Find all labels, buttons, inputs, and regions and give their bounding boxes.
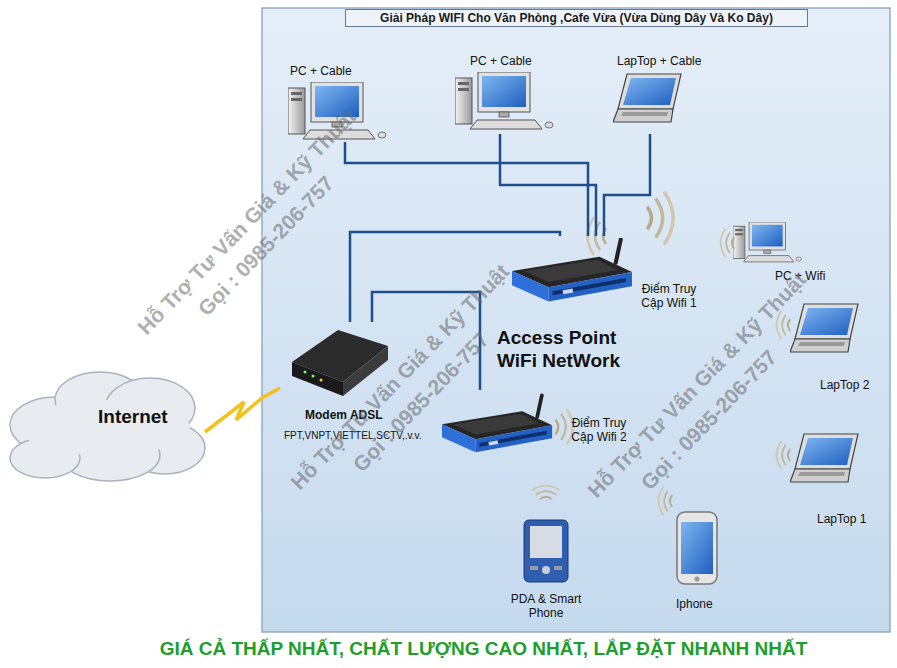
device-label: LapTop 2	[820, 378, 869, 392]
device-label: Điểm Truy Cập Wifi 2	[563, 416, 635, 444]
network-cable	[500, 134, 596, 236]
device-node: Điểm Truy Cập Wifi 1	[512, 236, 712, 316]
device-node: Điểm Truy Cập Wifi 2	[442, 390, 638, 468]
network-cable	[604, 134, 650, 236]
device-node: LapTop + Cable	[608, 52, 718, 134]
device-node: PDA & Smart Phone	[498, 486, 595, 624]
device-label: Điểm Truy Cập Wifi 1	[633, 282, 705, 310]
device-node: Iphone	[664, 484, 730, 616]
network-label: WiFi NetWork	[497, 350, 620, 372]
device-label: Iphone	[676, 597, 713, 611]
device-label: Internet	[98, 406, 168, 428]
slogan-caption: GIÁ CẢ THẤP NHẤT, CHẤT LƯỢNG CAO NHẤT, L…	[70, 638, 897, 660]
device-label: LapTop 1	[817, 512, 866, 526]
device-label: PC + Cable	[290, 64, 352, 78]
device-node: Internet	[5, 370, 205, 480]
device-node: LapTop 1	[784, 426, 879, 530]
device-node: PC + Wifi	[728, 214, 838, 286]
device-label: LapTop + Cable	[617, 54, 701, 68]
device-node: PC + Cable	[450, 52, 560, 134]
network-label: Access Point	[497, 327, 616, 349]
device-node: LapTop 2	[784, 296, 879, 396]
title-bar: Giải Pháp WIFI Cho Văn Phòng ,Cafe Vừa (…	[345, 9, 808, 27]
device-label: PDA & Smart Phone	[500, 592, 592, 620]
device-label: PC + Cable	[470, 54, 532, 68]
network-cable	[345, 142, 588, 236]
internet-link	[205, 388, 280, 432]
